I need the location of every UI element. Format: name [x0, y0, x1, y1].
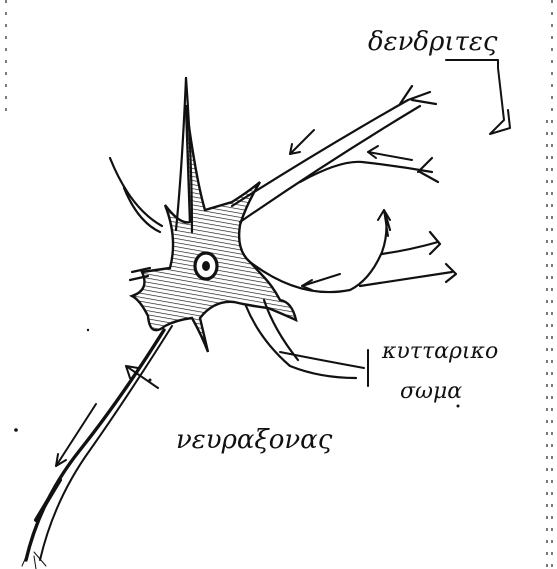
arrow-lower [302, 274, 340, 286]
arrow-upper [290, 130, 314, 154]
dendrite-long [232, 86, 438, 222]
dendrites-leader [446, 60, 510, 134]
label-cell-body-line1: κυτταρικο [381, 339, 498, 364]
label-axon: νευραξονας [176, 425, 333, 455]
axon [22, 326, 172, 569]
cell-body-leader [280, 352, 364, 368]
scan-edge-marks [6, 0, 552, 569]
label-leaders [280, 60, 510, 386]
arrow-axon-pointer [126, 366, 158, 388]
label-dendrites: δενδριτες [368, 27, 498, 57]
soma-shape [132, 105, 296, 352]
label-cell-body-line2: σωμα [400, 379, 462, 404]
cell-body [132, 105, 296, 352]
